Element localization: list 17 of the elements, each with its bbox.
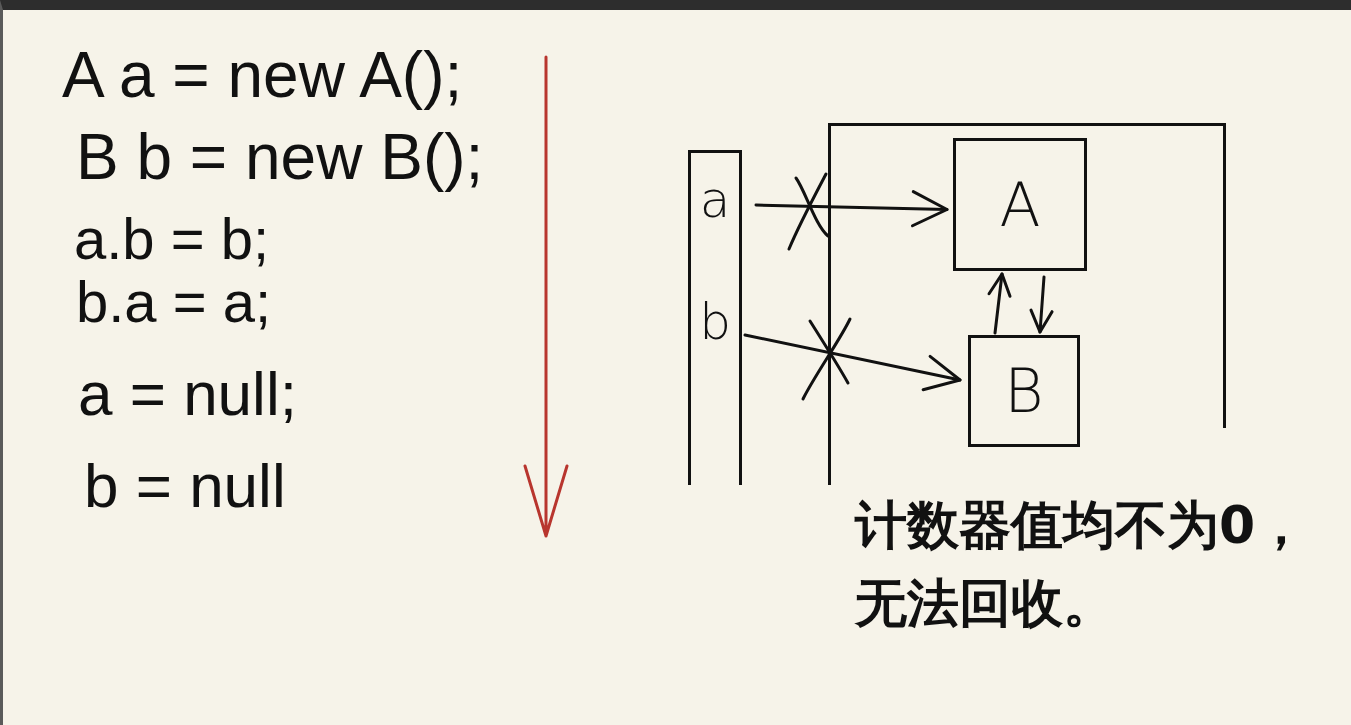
object-box: B: [968, 335, 1080, 447]
arrow: [1029, 275, 1054, 334]
arrow: [754, 190, 949, 228]
code-line: B b = new B();: [76, 122, 484, 193]
note-text: 计数器值均不为0，无法回收。: [855, 494, 1309, 635]
code-line: A a = new A();: [62, 40, 463, 111]
heap-region: [828, 123, 1226, 485]
code-line: b = null: [84, 452, 286, 521]
code-line: a.b = b;: [74, 207, 270, 271]
code-line: a = null;: [78, 360, 297, 429]
arrow: [743, 333, 962, 392]
variable-label: a: [691, 171, 739, 229]
object-box: A: [953, 138, 1087, 271]
code-line: b.a = a;: [76, 270, 272, 334]
variable-label: b: [691, 291, 739, 353]
stack-column: [688, 150, 742, 485]
arrow: [987, 272, 1012, 335]
